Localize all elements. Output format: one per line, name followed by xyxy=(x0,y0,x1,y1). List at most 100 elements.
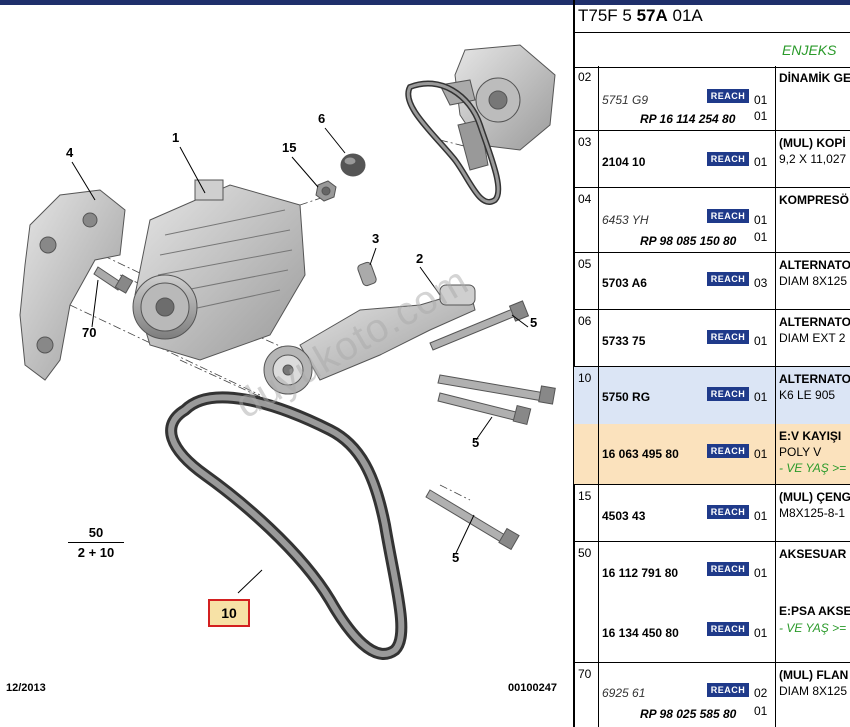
callout-5-top: 5 xyxy=(530,315,538,330)
parts-row-03[interactable]: 03 2104 10 REACH 01 (MUL) KOPİ 9,2 X 11,… xyxy=(574,131,850,188)
section-header: ENJEKS xyxy=(574,32,850,68)
row-number: 02 xyxy=(578,70,592,84)
callout-5-bottom: 5 xyxy=(452,550,460,565)
part-qty: 02 xyxy=(754,686,768,700)
engine-assembly-top-right xyxy=(405,44,556,205)
rp-ref[interactable]: RP 16 114 254 80 xyxy=(640,112,736,126)
row-number: 06 xyxy=(578,314,592,328)
part-ref[interactable]: 6453 YH xyxy=(602,213,649,227)
callout-3: 3 xyxy=(372,231,380,246)
part-description: ALTERNATO xyxy=(779,315,850,329)
part-ref[interactable]: 5703 A6 xyxy=(602,276,647,290)
callout-1: 1 xyxy=(172,130,180,145)
part-condition: - VE YAŞ >= xyxy=(779,621,847,635)
part-description: (MUL) KOPİ xyxy=(779,136,846,150)
part-description: E:V KAYIŞI xyxy=(779,429,842,443)
parts-row-06[interactable]: 06 5733 75 REACH 01 ALTERNATO DIAM EXT 2 xyxy=(574,310,850,367)
reach-badge: REACH xyxy=(707,562,749,576)
part-spec: DIAM EXT 2 xyxy=(779,331,846,345)
row-number: 03 xyxy=(578,135,592,149)
fraction-denominator: 2 + 10 xyxy=(77,545,115,560)
part-ref[interactable]: 5751 G9 xyxy=(602,93,649,107)
reach-badge: REACH xyxy=(707,272,749,286)
belt-part-10 xyxy=(165,391,408,660)
reach-badge: REACH xyxy=(707,444,749,458)
code-suffix: 01A xyxy=(672,6,703,25)
section-title: ENJEKS xyxy=(782,42,837,58)
parts-row-50[interactable]: 50 16 112 791 80 REACH 01 16 134 450 80 … xyxy=(574,542,850,663)
row-number: 15 xyxy=(578,489,592,503)
callout-5-middle: 5 xyxy=(472,435,480,450)
alternator-part-1 xyxy=(132,179,306,361)
part-condition: - VE YAŞ >= xyxy=(779,461,847,475)
reach-badge: REACH xyxy=(707,209,749,223)
part-spec: POLY V xyxy=(779,445,822,459)
callout-15: 15 xyxy=(282,140,297,155)
part-description: ALTERNATO xyxy=(779,258,850,272)
part-qty: 01 xyxy=(754,213,768,227)
part-ref[interactable]: 16 112 791 80 xyxy=(602,566,679,580)
reach-badge: REACH xyxy=(707,683,749,697)
catalog-code: T75F 5 57A 01A xyxy=(578,6,703,26)
row-number: 10 xyxy=(578,371,592,385)
leader-lines xyxy=(71,127,529,594)
rp-qty: 01 xyxy=(754,230,768,244)
diagram-code: 00100247 xyxy=(508,682,557,694)
parts-row-04[interactable]: 04 6453 YH REACH 01 RP 98 085 150 80 01 … xyxy=(574,188,850,253)
part-qty: 03 xyxy=(754,276,768,290)
part-ref[interactable]: 5733 75 xyxy=(602,334,646,348)
row-number: 04 xyxy=(578,192,592,206)
part-qty: 01 xyxy=(754,334,768,348)
highlighted-part-10[interactable]: 10 xyxy=(208,599,250,627)
part-qty: 01 xyxy=(754,626,768,640)
rp-qty: 01 xyxy=(754,109,768,123)
parts-row-05[interactable]: 05 5703 A6 REACH 03 ALTERNATO DIAM 8X125 xyxy=(574,253,850,310)
parts-list-panel: T75F 5 57A 01A ENJEKS 02 5751 G9 REACH 0… xyxy=(574,0,850,727)
part-description: (MUL) ÇENG xyxy=(779,490,850,504)
part-ref[interactable]: 16 063 495 80 xyxy=(602,447,679,461)
part-description: DİNAMİK GE xyxy=(779,71,850,85)
part-ref[interactable]: 5750 RG xyxy=(602,390,651,404)
part-qty: 01 xyxy=(754,390,768,404)
callout-4: 4 xyxy=(66,145,74,160)
parts-row-70[interactable]: 70 6925 61 REACH 02 RP 98 025 585 80 01 … xyxy=(574,663,850,727)
reach-badge: REACH xyxy=(707,505,749,519)
part-description: AKSESUAR xyxy=(779,547,847,561)
bolt-part-70 xyxy=(93,266,134,294)
nut-part-15 xyxy=(315,180,337,202)
part-spec: DIAM 8X125 xyxy=(779,274,848,288)
reach-badge: REACH xyxy=(707,330,749,344)
tensioner-part-2 xyxy=(263,284,476,395)
parts-row-10[interactable]: 10 5750 RG REACH 01 ALTERNATO K6 LE 905 xyxy=(574,367,850,424)
diagram-date: 12/2013 xyxy=(6,682,46,694)
parts-row-02[interactable]: 02 5751 G9 REACH 01 RP 16 114 254 80 01 … xyxy=(574,66,850,131)
part-qty: 01 xyxy=(754,93,768,107)
part-ref[interactable]: 6925 61 xyxy=(602,686,646,700)
parts-row-10-belt[interactable]: 16 063 495 80 REACH 01 E:V KAYIŞI POLY V… xyxy=(574,424,850,485)
bracket-part-4 xyxy=(19,189,126,381)
reach-badge: REACH xyxy=(707,89,749,103)
callout-70: 70 xyxy=(82,325,97,340)
rp-ref[interactable]: RP 98 025 585 80 xyxy=(640,707,737,721)
row-number: 05 xyxy=(578,257,592,271)
fraction-numerator: 50 xyxy=(68,525,124,543)
row-number: 50 xyxy=(578,546,592,560)
part-ref[interactable]: 16 134 450 80 xyxy=(602,626,679,640)
reach-badge: REACH xyxy=(707,622,749,636)
part-qty: 01 xyxy=(754,155,768,169)
top-bar xyxy=(0,0,850,5)
part-qty: 01 xyxy=(754,566,768,580)
rp-ref[interactable]: RP 98 085 150 80 xyxy=(640,234,737,248)
part-ref[interactable]: 2104 10 xyxy=(602,155,646,169)
part-ref[interactable]: 4503 43 xyxy=(602,509,646,523)
part-description: (MUL) FLAN xyxy=(779,668,849,682)
rp-qty: 01 xyxy=(754,704,768,718)
bolts-part-5 xyxy=(425,300,556,551)
quantity-fraction: 50 2 + 10 xyxy=(68,525,124,560)
reach-badge: REACH xyxy=(707,152,749,166)
parts-row-15[interactable]: 15 4503 43 REACH 01 (MUL) ÇENG M8X125-8-… xyxy=(574,485,850,542)
part-description: KOMPRESÖ xyxy=(779,193,850,207)
diagram-drawing xyxy=(19,44,556,660)
exploded-diagram: 1 4 15 6 3 2 70 5 5 5 50 2 + 10 10 duyuk… xyxy=(0,5,572,727)
code-prefix: T75F 5 xyxy=(578,6,632,25)
